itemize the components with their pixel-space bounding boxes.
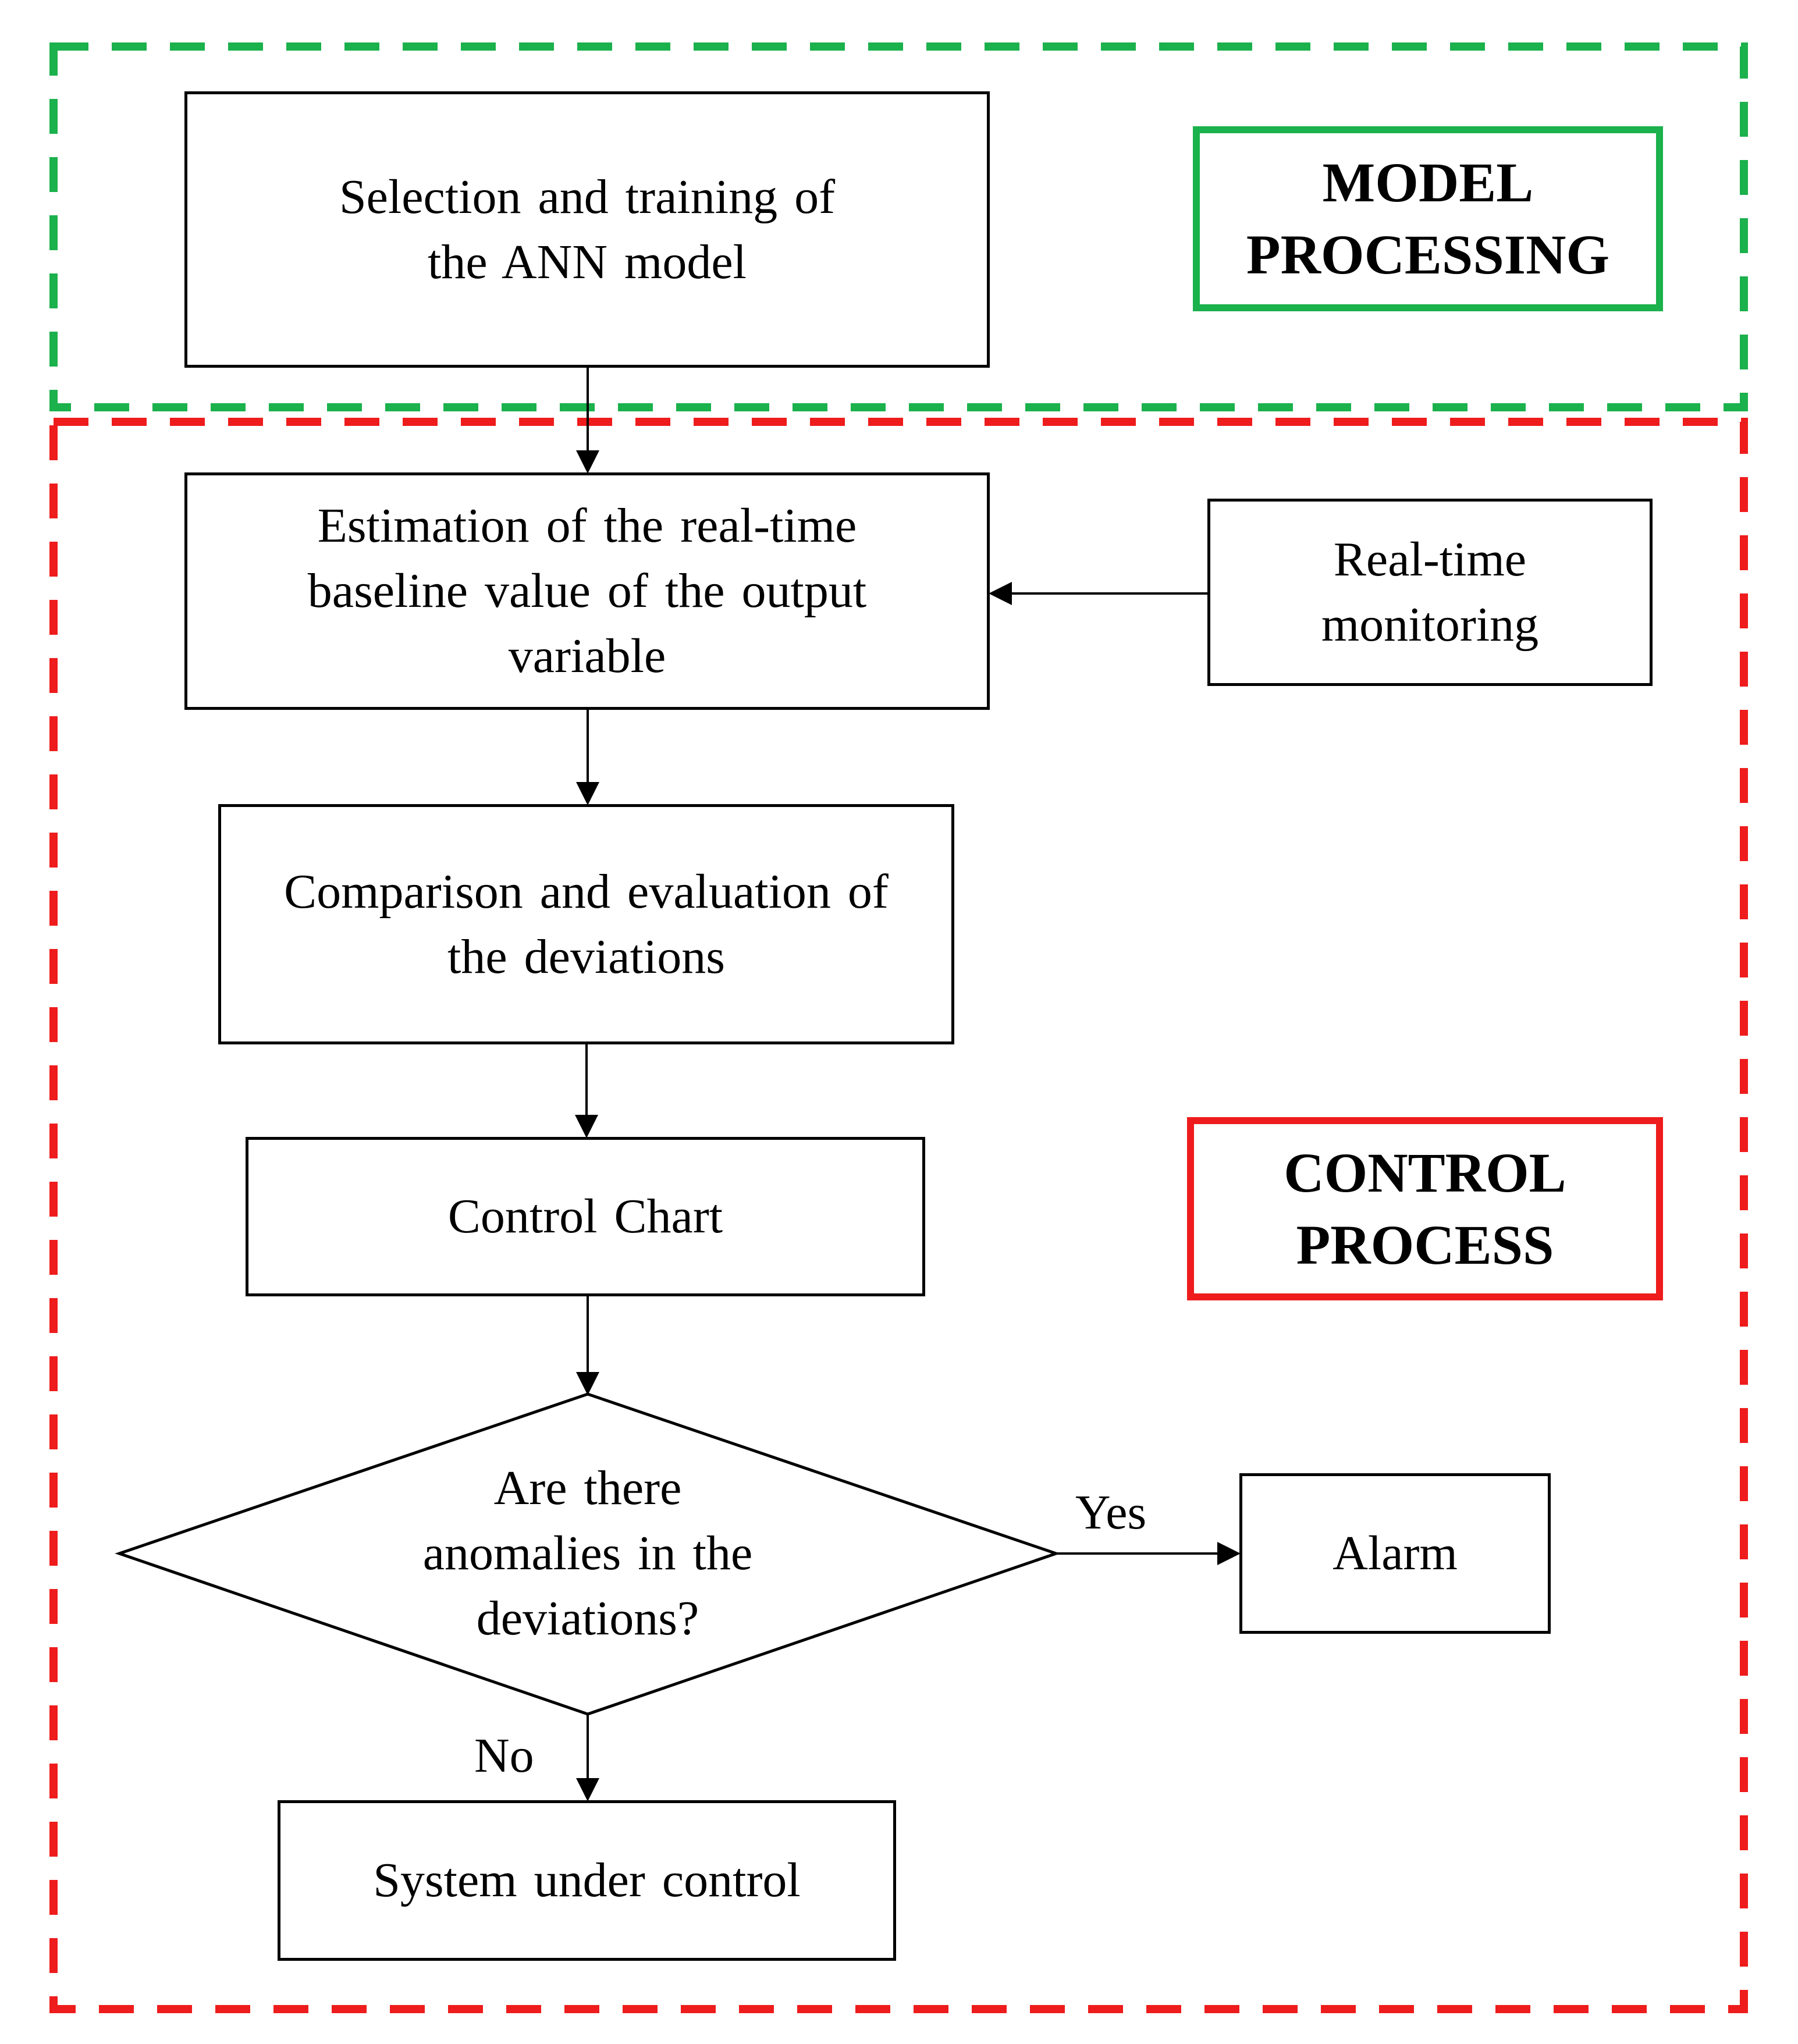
- edge-label-yes: Yes: [1075, 1485, 1147, 1540]
- node-selection-training: Selection and training of the ANN model: [184, 91, 990, 368]
- model-processing-tag: MODEL PROCESSING: [1193, 126, 1663, 311]
- node-baseline-estimation: Estimation of the real-time baseline val…: [184, 472, 990, 710]
- node-real-time-monitoring-label: Real-time monitoring: [1321, 532, 1539, 652]
- control-process-region: [49, 418, 1748, 2013]
- node-system-under-control-label: System under control: [373, 1853, 801, 1907]
- node-control-chart-label: Control Chart: [447, 1189, 723, 1243]
- node-system-under-control: System under control: [278, 1800, 896, 1961]
- node-baseline-estimation-label: Estimation of the real-time baseline val…: [307, 499, 867, 683]
- control-process-tag: CONTROL PROCESS: [1187, 1117, 1663, 1300]
- node-selection-training-label: Selection and training of the ANN model: [339, 169, 836, 289]
- decision-question-label: Are there anomalies in the deviations?: [422, 1461, 753, 1645]
- node-real-time-monitoring: Real-time monitoring: [1207, 499, 1653, 686]
- node-alarm: Alarm: [1239, 1473, 1551, 1634]
- decision-diamond-text: Are there anomalies in the deviations?: [343, 1449, 832, 1658]
- edge-label-no: No: [474, 1729, 534, 1783]
- node-control-chart: Control Chart: [246, 1137, 925, 1296]
- node-comparison-evaluation: Comparison and evaluation of the deviati…: [218, 804, 954, 1044]
- node-comparison-evaluation-label: Comparison and evaluation of the deviati…: [284, 864, 889, 984]
- model-processing-title: MODEL PROCESSING: [1246, 151, 1610, 286]
- model-processing-region: [49, 42, 1748, 411]
- node-alarm-label: Alarm: [1332, 1526, 1458, 1580]
- control-process-title: CONTROL PROCESS: [1284, 1141, 1566, 1276]
